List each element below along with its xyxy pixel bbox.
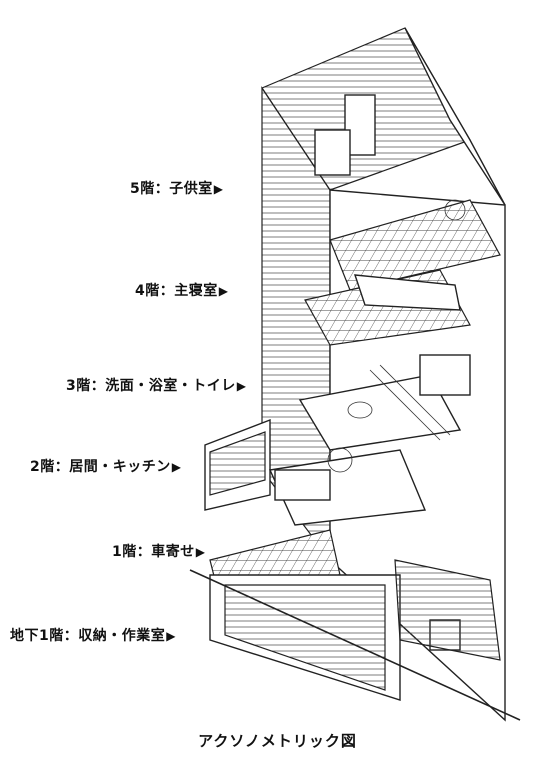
plant-5f — [444, 199, 466, 221]
label-b1f: 地下1階：収納・作業室▶ — [10, 628, 176, 644]
cabinet-5f — [314, 129, 351, 176]
label-4f: 4階：主寝室▶ — [135, 283, 229, 299]
table-2f — [327, 447, 353, 473]
toilet-3f — [347, 401, 373, 419]
floor-5-slab — [329, 199, 501, 291]
balcony-2f-rail — [209, 431, 266, 496]
lower-stair — [394, 559, 501, 661]
bathtub-3f — [419, 354, 471, 396]
label-5f: 5階：子供室▶ — [130, 181, 224, 197]
label-3f: 3階：洗面・浴室・トイレ▶ — [66, 378, 247, 394]
bed-4f — [353, 274, 461, 311]
ground-line — [189, 569, 521, 721]
label-1f: 1階：車寄せ▶ — [112, 544, 206, 560]
counter-2f — [274, 469, 331, 501]
floor-2-slab — [268, 449, 427, 526]
basement-wall — [224, 584, 386, 691]
stair-3f — [369, 369, 441, 441]
label-2f: 2階：居間・キッチン▶ — [30, 459, 182, 475]
diagram-caption: アクソノメトリック図 — [198, 732, 357, 750]
